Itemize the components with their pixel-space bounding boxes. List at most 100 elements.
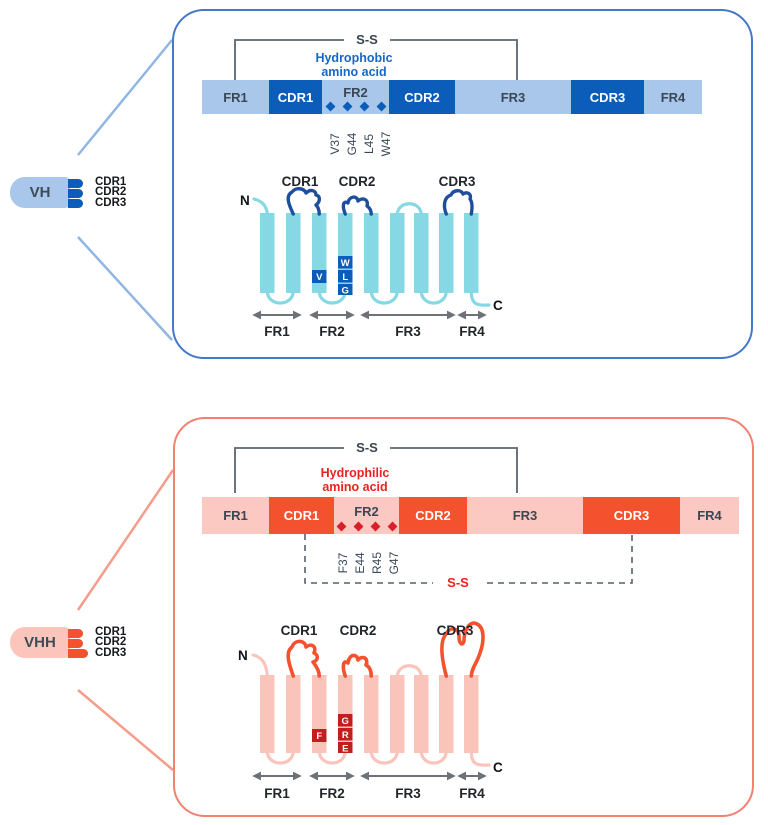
- residue-boxes: F G R E: [312, 714, 353, 755]
- top-loop: [395, 202, 423, 217]
- cdr2-label: CDR2: [340, 623, 377, 638]
- n-terminus-label: N: [240, 193, 250, 208]
- beta-strand: [364, 213, 379, 293]
- fr4-label: FR4: [459, 324, 485, 339]
- vhh-connector-bottom-line: [77, 689, 174, 771]
- vhh-connector-top-line: [76, 469, 175, 611]
- cdr2-label: CDR2: [339, 174, 376, 189]
- vhh-label: VHH: [24, 634, 56, 651]
- vh-bar-cdr3: CDR3: [571, 80, 644, 114]
- cdr1-loop: [286, 187, 322, 216]
- fr1-label: FR1: [264, 324, 290, 339]
- residue-boxes: V W L G: [312, 256, 353, 297]
- vhh-residue-ids: F37 E44 R45 G47: [334, 540, 402, 586]
- c-terminus-curve: [469, 289, 491, 307]
- fr4-label: FR4: [459, 786, 485, 801]
- n-terminus-label: N: [238, 648, 248, 663]
- hydrophobic-residue-markers: [322, 101, 389, 112]
- bottom-loop: [265, 749, 295, 765]
- bottom-loop: [419, 289, 448, 305]
- vh-connector-top-line: [77, 39, 173, 156]
- vh-domain-shape: VH: [10, 177, 70, 208]
- vhh-extra-ss-bond-label: S-S: [433, 575, 483, 591]
- hydrophilic-residue-markers: [334, 521, 399, 532]
- residue-box-r: [338, 728, 353, 741]
- beta-strand: [414, 675, 429, 753]
- vhh-cdr3-bump-icon: [68, 648, 88, 658]
- vh-bar-fr4: FR4: [644, 80, 702, 114]
- bottom-loop: [369, 749, 399, 765]
- beta-strand: [286, 213, 301, 293]
- top-loop: [395, 664, 423, 679]
- vhh-bar-cdr1: CDR1: [269, 497, 334, 534]
- bottom-loop: [419, 749, 448, 765]
- residue-letter: F: [316, 731, 322, 742]
- vhh-domain-bar: FR1 CDR1 FR2 CDR2 FR3 CDR3 FR4: [202, 497, 739, 534]
- vhh-cdr2-bump-icon: [68, 638, 83, 648]
- bottom-loop: [265, 289, 295, 305]
- beta-strand: [390, 213, 405, 293]
- beta-strand: [260, 213, 275, 293]
- residue-letter: R: [342, 730, 349, 741]
- cdr3-loop: [440, 621, 485, 678]
- residue-box-g: [338, 284, 353, 295]
- residue-box-w: [338, 256, 353, 269]
- residue-letter: E: [342, 744, 348, 755]
- vh-bar-fr3: FR3: [455, 80, 571, 114]
- vh-bar-cdr1: CDR1: [269, 80, 322, 114]
- residue-diamond-icon: [336, 521, 346, 532]
- vh-cdr2-bump-icon: [68, 188, 83, 198]
- cdr2-loop: [341, 653, 374, 678]
- vhh-bar-fr3: FR3: [467, 497, 583, 534]
- residue-r45: R45: [369, 551, 384, 575]
- bottom-loop: [369, 289, 399, 305]
- vh-residue-ids: V37 G44 L45 W47: [326, 121, 394, 167]
- beta-strands: [260, 675, 479, 753]
- residue-diamond-icon: [342, 101, 352, 112]
- beta-strand: [260, 675, 275, 753]
- residue-box-g: [338, 714, 353, 727]
- cdr2-loop: [341, 195, 373, 216]
- vhh-cdr2-label: CDR2: [95, 636, 127, 649]
- beta-strand: [286, 675, 301, 753]
- residue-diamond-icon: [353, 521, 363, 532]
- vhh-bar-cdr2: CDR2: [399, 497, 467, 534]
- vhh-bar-fr2: FR2: [334, 497, 399, 534]
- vh-cdr-list: CDR1 CDR2 CDR3: [95, 176, 127, 209]
- fr2-label: FR2: [319, 324, 345, 339]
- residue-diamond-icon: [359, 101, 369, 112]
- vhh-bar-cdr3: CDR3: [583, 497, 680, 534]
- vh-bar-fr1: FR1: [202, 80, 269, 114]
- residue-f37: F37: [335, 552, 350, 574]
- cdr3-label: CDR3: [439, 174, 476, 189]
- residue-w47: W47: [378, 131, 393, 157]
- vhh-cdr1-label: CDR1: [95, 626, 127, 638]
- c-terminus-label: C: [493, 298, 503, 313]
- n-terminus-curve: [252, 197, 270, 216]
- c-terminus-curve: [469, 749, 491, 767]
- vh-bar-cdr2: CDR2: [389, 80, 455, 114]
- residue-box-l: [338, 270, 353, 283]
- vhh-detail-panel: S-S Hydrophilic amino acid S-S FR1 CDR1 …: [173, 417, 754, 817]
- vh-cdr1-bump-icon: [68, 178, 83, 188]
- vhh-beta-sheet-diagram: F G R E N C CDR1 CDR2 CDR3 FR1 FR2 FR3 F…: [238, 621, 503, 801]
- vhh-bar-fr1: FR1: [202, 497, 269, 534]
- residue-diamond-icon: [325, 101, 335, 112]
- cdr1-label: CDR1: [281, 623, 318, 638]
- beta-strand: [390, 675, 405, 753]
- cdr3-label: CDR3: [437, 623, 474, 638]
- residue-g47: G47: [386, 551, 401, 575]
- vh-label: VH: [29, 184, 51, 201]
- beta-strand: [464, 213, 479, 293]
- vhh-domain-shape: VHH: [10, 627, 70, 658]
- vh-cdr3-bump-icon: [68, 198, 83, 208]
- vh-cdr3-label: CDR3: [95, 196, 127, 209]
- residue-letter: G: [342, 286, 349, 297]
- residue-letter: G: [342, 716, 349, 727]
- beta-strand: [414, 213, 429, 293]
- residue-g44: G44: [344, 132, 359, 156]
- fr2-label: FR2: [319, 786, 345, 801]
- residue-letter: W: [341, 258, 350, 269]
- cdr1-loop: [286, 639, 322, 678]
